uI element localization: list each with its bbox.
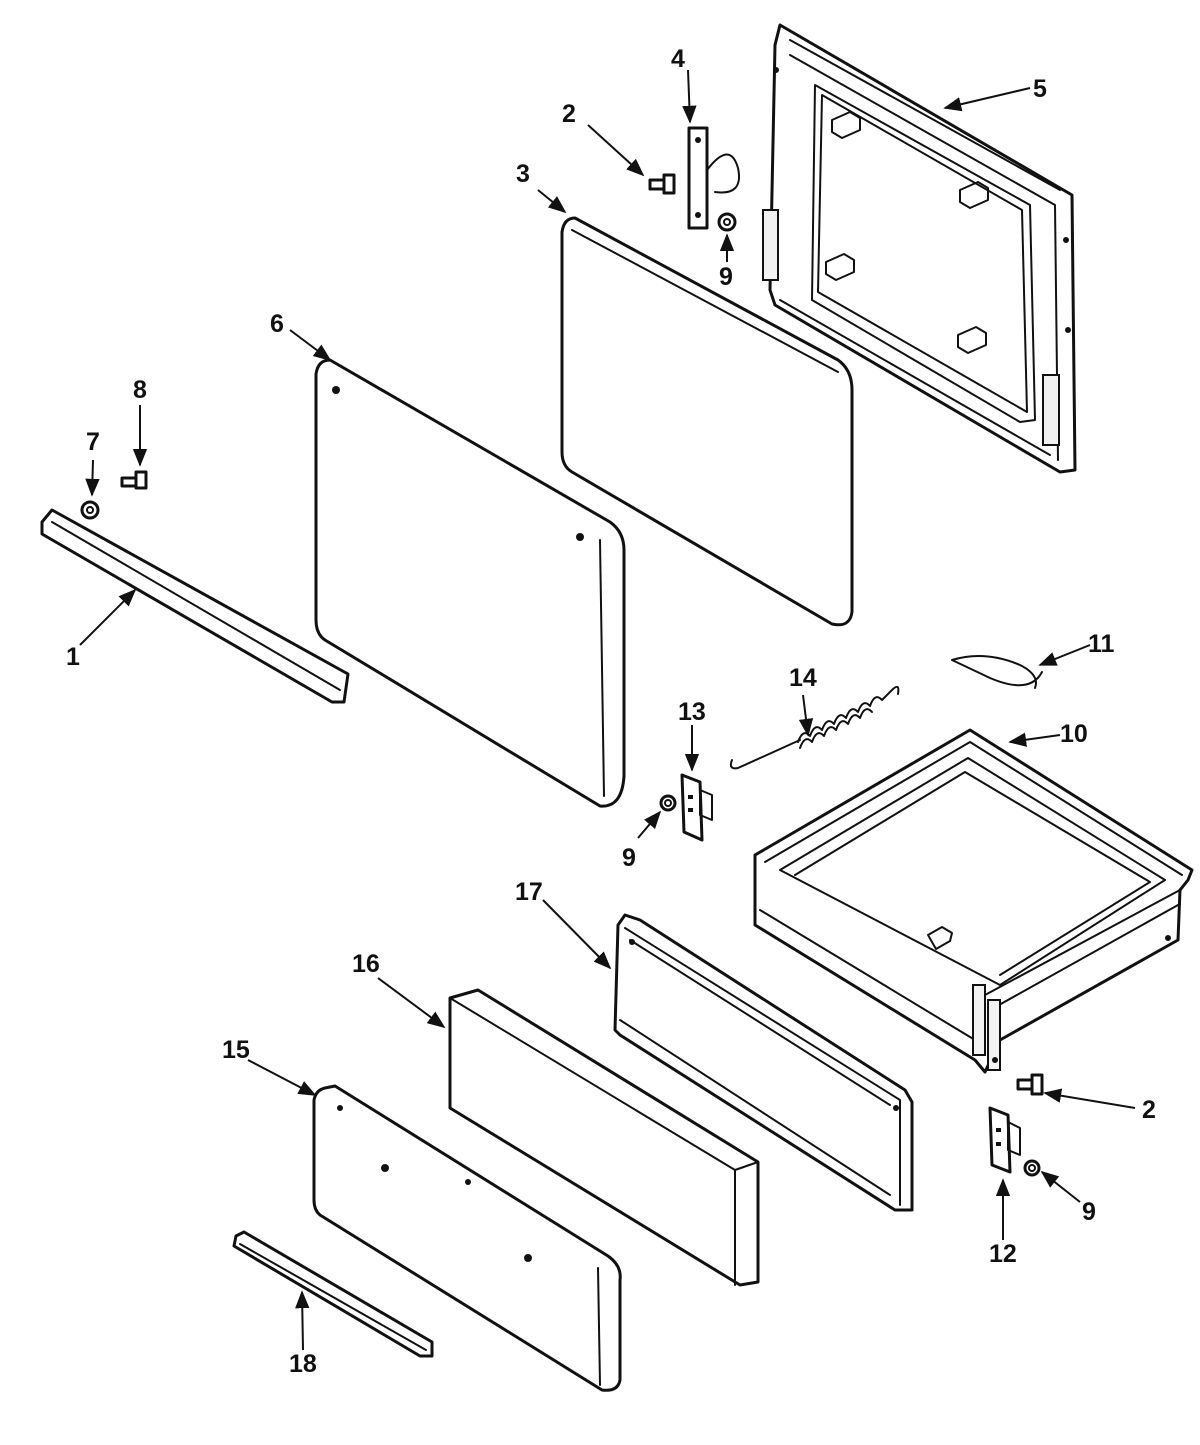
part-4-hinge-bracket: [687, 126, 740, 230]
part-2-screw-upper: [648, 173, 676, 195]
callout-7: 7: [86, 428, 100, 456]
part-11-wire-clip: [951, 655, 1043, 689]
part-17-drawer-front-backing: [613, 913, 914, 1212]
part-5-door-frame: [762, 23, 1077, 474]
part-7-nut: [80, 500, 100, 520]
part-6-door-outer-panel: [314, 358, 626, 808]
callout-18: 18: [289, 1350, 317, 1378]
callout-1: 1: [66, 643, 80, 671]
part-1-trim-strip: [40, 508, 350, 704]
callout-14: 14: [789, 664, 817, 692]
part-18-drawer-trim-strip: [232, 1230, 434, 1358]
part-10-drawer: [753, 728, 1194, 1074]
part-15-drawer-front-panel: [312, 1084, 622, 1392]
callout-8: 8: [133, 376, 147, 404]
callout-2-lower: 2: [1142, 1096, 1156, 1124]
callout-2-upper: 2: [562, 100, 576, 128]
callout-9-upper: 9: [719, 263, 733, 291]
part-3-door-panel: [560, 216, 854, 627]
callout-6: 6: [270, 310, 284, 338]
callout-3: 3: [516, 160, 530, 188]
callout-10: 10: [1060, 720, 1088, 748]
callout-11: 11: [1088, 630, 1115, 658]
part-8-screw: [120, 470, 148, 490]
part-14-spring: [729, 685, 900, 770]
callout-12: 12: [989, 1240, 1017, 1268]
callout-17: 17: [515, 878, 543, 906]
callout-9-lower: 9: [1082, 1198, 1096, 1226]
callout-9-middle: 9: [622, 844, 636, 872]
callout-5: 5: [1033, 75, 1047, 103]
part-13-drawer-bracket: [680, 773, 713, 842]
callout-15: 15: [222, 1036, 250, 1064]
part-9-nut-upper: [717, 212, 737, 232]
part-9-nut-middle: [659, 794, 677, 812]
leader-lines: [79, 69, 1136, 1351]
callout-4: 4: [671, 45, 685, 73]
callout-16: 16: [352, 950, 380, 978]
part-2-screw-lower: [1016, 1073, 1044, 1096]
part-12-drawer-bracket: [988, 1106, 1021, 1174]
part-16-insulation-block: [448, 988, 760, 1287]
part-9-nut-lower: [1023, 1159, 1041, 1177]
callout-13: 13: [678, 698, 706, 726]
callout-labels: 1 2 3 4 5 6 7 8 9 9 10 11 12 13 14 15 16…: [66, 45, 1156, 1378]
